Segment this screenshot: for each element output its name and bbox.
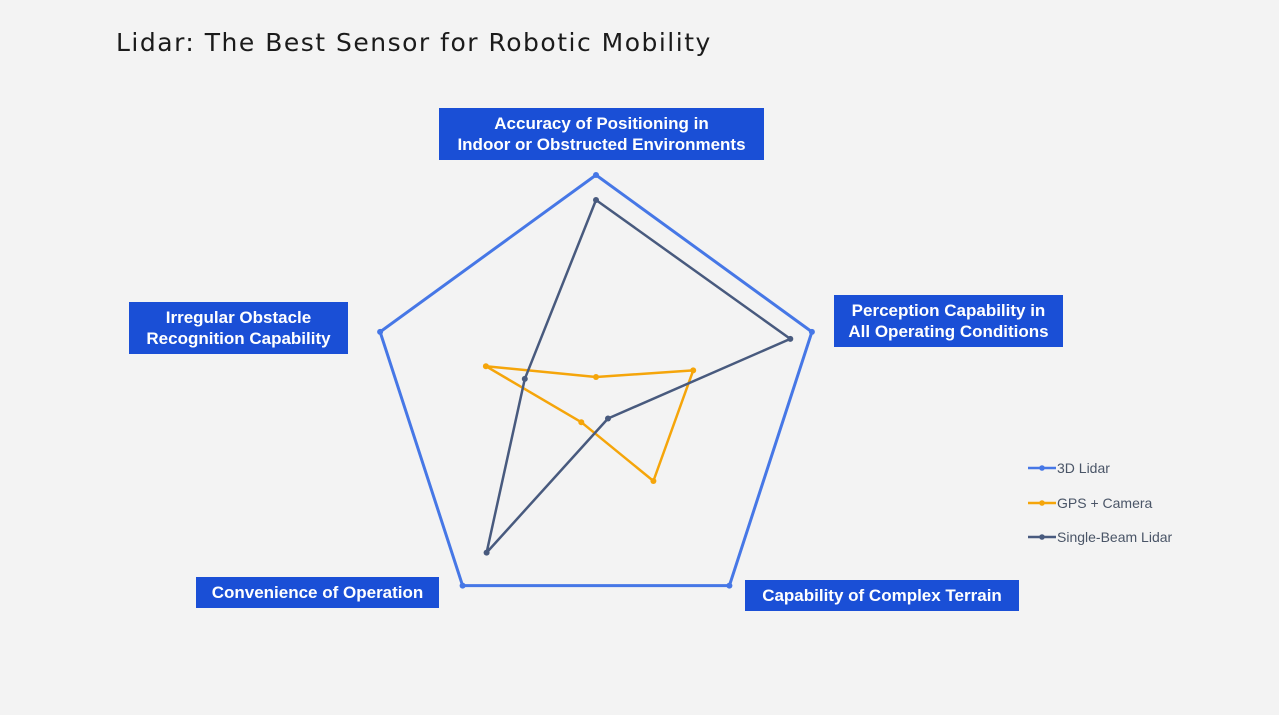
data-point-0-3[interactable]	[459, 582, 466, 589]
legend-label: Single-Beam Lidar	[1057, 529, 1173, 545]
series-line-2	[485, 198, 792, 554]
axis-label-line: All Operating Conditions	[848, 322, 1049, 341]
axis-label-line: Convenience of Operation	[211, 583, 424, 602]
legend-swatch-icon	[1028, 499, 1056, 506]
axis-label-obstacle-recognition: Irregular Obstacle Recognition Capabilit…	[129, 302, 348, 354]
legend-label: GPS + Camera	[1057, 494, 1153, 511]
axis-label-positioning-accuracy: Accuracy of Positioning in Indoor or Obs…	[439, 108, 764, 160]
axis-label-line: Irregular Obstacle	[165, 308, 312, 327]
data-point-2-0[interactable]	[593, 197, 599, 203]
series-line-1	[484, 364, 695, 483]
data-point-0-4[interactable]	[377, 328, 384, 335]
legend-item-single-beam-lidar[interactable]: Single-Beam Lidar	[1027, 527, 1172, 547]
axis-label-line: Indoor or Obstructed Environments	[457, 135, 746, 154]
axis-label-convenience: Convenience of Operation	[196, 577, 439, 608]
legend-label: 3D Lidar	[1057, 460, 1110, 476]
axis-label-line: Recognition Capability	[146, 329, 331, 348]
axis-label-line: Capability of Complex Terrain	[762, 586, 1002, 605]
chart-legend: 3D Lidar GPS + Camera Single-Beam Lidar	[1027, 458, 1172, 562]
legend-swatch-icon	[1028, 534, 1056, 540]
data-point-1-3[interactable]	[578, 419, 585, 426]
legend-item-3d-lidar[interactable]: 3D Lidar	[1027, 458, 1172, 478]
axis-label-perception-capability: Perception Capability in All Operating C…	[834, 295, 1063, 347]
data-point-0-2[interactable]	[726, 582, 733, 589]
data-point-1-4[interactable]	[482, 363, 489, 370]
legend-item-gps-camera[interactable]: GPS + Camera	[1027, 493, 1172, 513]
data-point-2-1[interactable]	[787, 335, 794, 342]
axis-label-complex-terrain: Capability of Complex Terrain	[745, 580, 1019, 611]
axis-label-line: Perception Capability in	[851, 301, 1046, 320]
data-point-2-2[interactable]	[605, 415, 611, 422]
page-title: Lidar: The Best Sensor for Robotic Mobil…	[116, 28, 712, 57]
data-point-1-1[interactable]	[690, 367, 697, 374]
axis-label-line: Accuracy of Positioning in	[494, 114, 709, 133]
legend-swatch-icon	[1028, 465, 1056, 471]
series-line-0	[378, 173, 814, 588]
data-point-2-4[interactable]	[521, 375, 528, 382]
data-point-0-1[interactable]	[808, 328, 815, 335]
data-point-1-2[interactable]	[650, 478, 657, 484]
data-point-2-3[interactable]	[483, 549, 490, 556]
data-point-1-0[interactable]	[593, 374, 599, 380]
data-point-0-0[interactable]	[593, 172, 599, 178]
